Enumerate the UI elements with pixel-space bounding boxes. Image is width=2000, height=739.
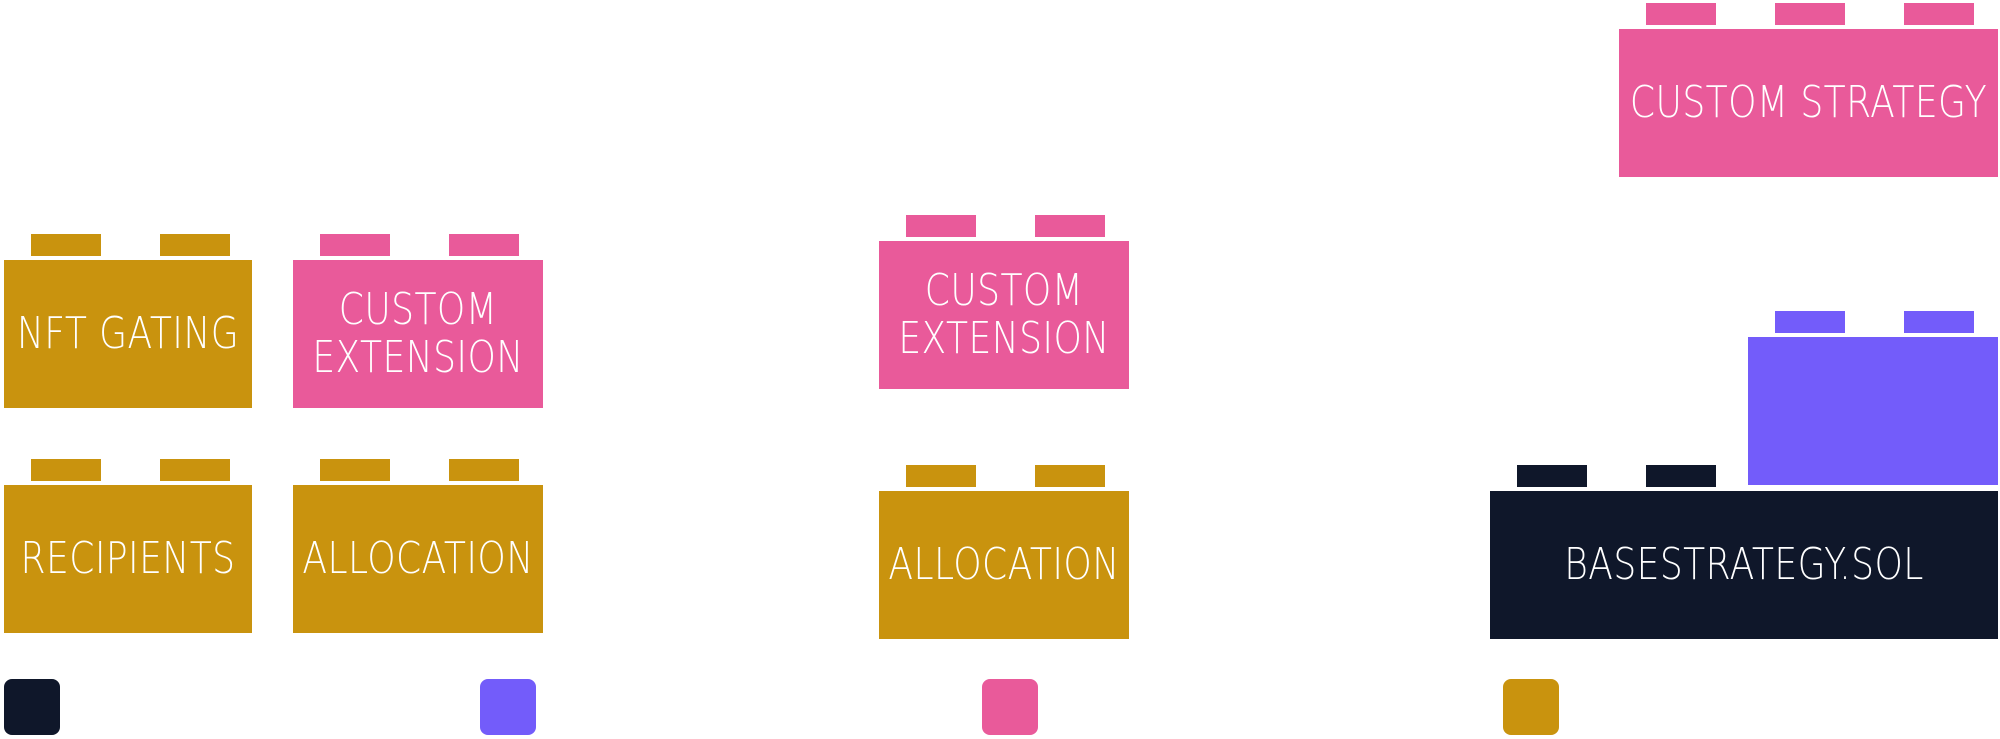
brick-body: CUSTOM STRATEGY — [1619, 29, 1998, 177]
brick-purple-block — [1748, 311, 1998, 485]
brick-label: BASESTRATEGY.SOL — [1564, 538, 1924, 590]
brick-body — [1748, 337, 1998, 485]
brick-recipients: RECIPIENTS — [4, 459, 252, 633]
brick-label-line1: CUSTOM — [338, 283, 498, 335]
brick-stud — [1646, 3, 1716, 25]
brick-stud — [1035, 215, 1105, 237]
brick-label: NFT GATING — [16, 307, 240, 359]
brick-allocation-middle: ALLOCATION — [879, 465, 1129, 639]
brick-stud — [31, 459, 101, 481]
brick-stud — [320, 459, 390, 481]
brick-body: BASESTRATEGY.SOL — [1490, 491, 1998, 639]
brick-stud — [1904, 3, 1974, 25]
brick-stud — [160, 234, 230, 256]
brick-stud — [1035, 465, 1105, 487]
brick-stud — [1517, 465, 1587, 487]
brick-custom-extension: CUSTOM EXTENSION — [293, 234, 543, 408]
brick-stud — [1904, 311, 1974, 333]
brick-stud — [31, 234, 101, 256]
brick-body: ALLOCATION — [879, 491, 1129, 639]
brick-stud — [1775, 311, 1845, 333]
brick-body: NFT GATING — [4, 260, 252, 408]
brick-custom-strategy: CUSTOM STRATEGY — [1619, 3, 1998, 177]
legend-swatch-base — [4, 679, 60, 735]
legend-swatch-pink — [982, 679, 1038, 735]
brick-body: RECIPIENTS — [4, 485, 252, 633]
brick-body: ALLOCATION — [293, 485, 543, 633]
brick-body: CUSTOM EXTENSION — [293, 260, 543, 408]
brick-stud — [449, 234, 519, 256]
brick-body: CUSTOM EXTENSION — [879, 241, 1129, 389]
legend-swatch-purple — [480, 679, 536, 735]
brick-label: CUSTOM STRATEGY — [1629, 76, 1988, 128]
brick-stud — [906, 215, 976, 237]
brick-stud — [449, 459, 519, 481]
brick-stud — [160, 459, 230, 481]
brick-label-line2: EXTENSION — [898, 313, 1110, 364]
brick-label: RECIPIENTS — [20, 532, 236, 584]
brick-allocation: ALLOCATION — [293, 459, 543, 633]
brick-label-line1: CUSTOM — [924, 264, 1084, 316]
brick-stud — [1775, 3, 1845, 25]
brick-stud — [906, 465, 976, 487]
legend-swatch-gold — [1503, 679, 1559, 735]
brick-base-strategy: BASESTRATEGY.SOL — [1490, 465, 1998, 639]
brick-custom-extension-middle: CUSTOM EXTENSION — [879, 215, 1129, 389]
brick-label: ALLOCATION — [302, 532, 534, 584]
brick-stud — [320, 234, 390, 256]
brick-label: ALLOCATION — [888, 538, 1120, 590]
brick-stud — [1646, 465, 1716, 487]
brick-label-line2: EXTENSION — [312, 332, 524, 383]
brick-nft-gating: NFT GATING — [4, 234, 252, 408]
